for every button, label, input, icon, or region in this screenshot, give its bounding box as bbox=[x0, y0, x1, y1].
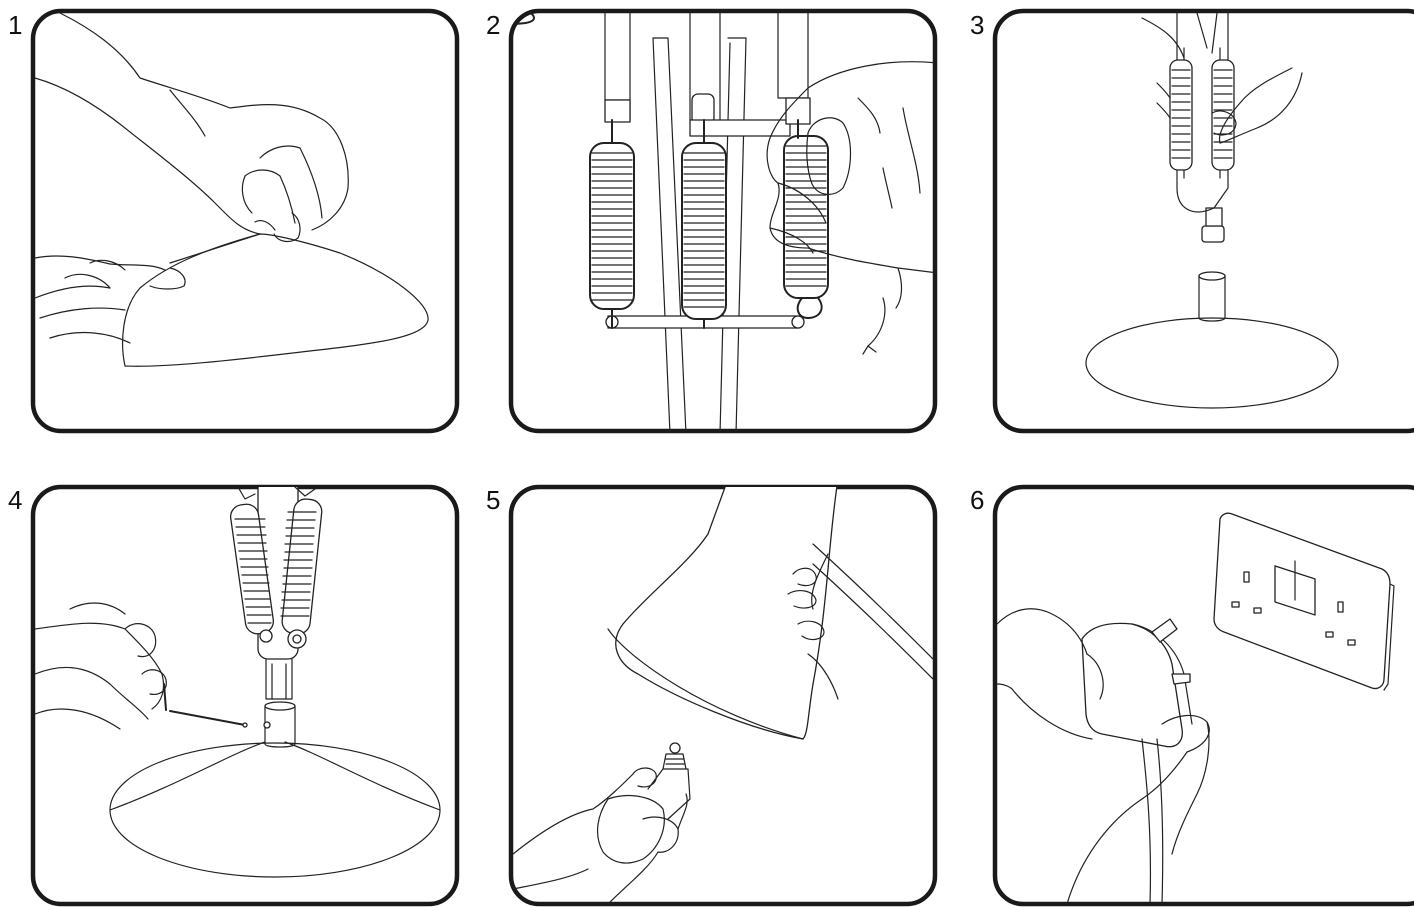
allen-key-tightening-icon bbox=[30, 484, 460, 907]
step-number-6: 6 bbox=[970, 485, 985, 515]
step-number-2: 2 bbox=[486, 10, 501, 40]
step-number-3: 3 bbox=[970, 10, 985, 40]
step-panel-4 bbox=[30, 484, 460, 907]
step-panel-2 bbox=[508, 8, 938, 434]
step-panel-3 bbox=[992, 8, 1414, 434]
bulb-insertion-icon bbox=[508, 484, 938, 907]
arm-inserted-into-base-icon bbox=[992, 8, 1414, 434]
step-panel-6 bbox=[992, 484, 1414, 907]
step-number-4: 4 bbox=[8, 485, 23, 515]
step-number-1: 1 bbox=[8, 10, 23, 40]
hand-attaching-spring-icon bbox=[508, 8, 938, 434]
hand-removing-base-film-icon bbox=[30, 8, 460, 434]
step-number-5: 5 bbox=[486, 485, 501, 515]
step-panel-5 bbox=[508, 484, 938, 907]
plug-into-wall-socket-icon bbox=[992, 484, 1414, 907]
step-panel-1 bbox=[30, 8, 460, 434]
